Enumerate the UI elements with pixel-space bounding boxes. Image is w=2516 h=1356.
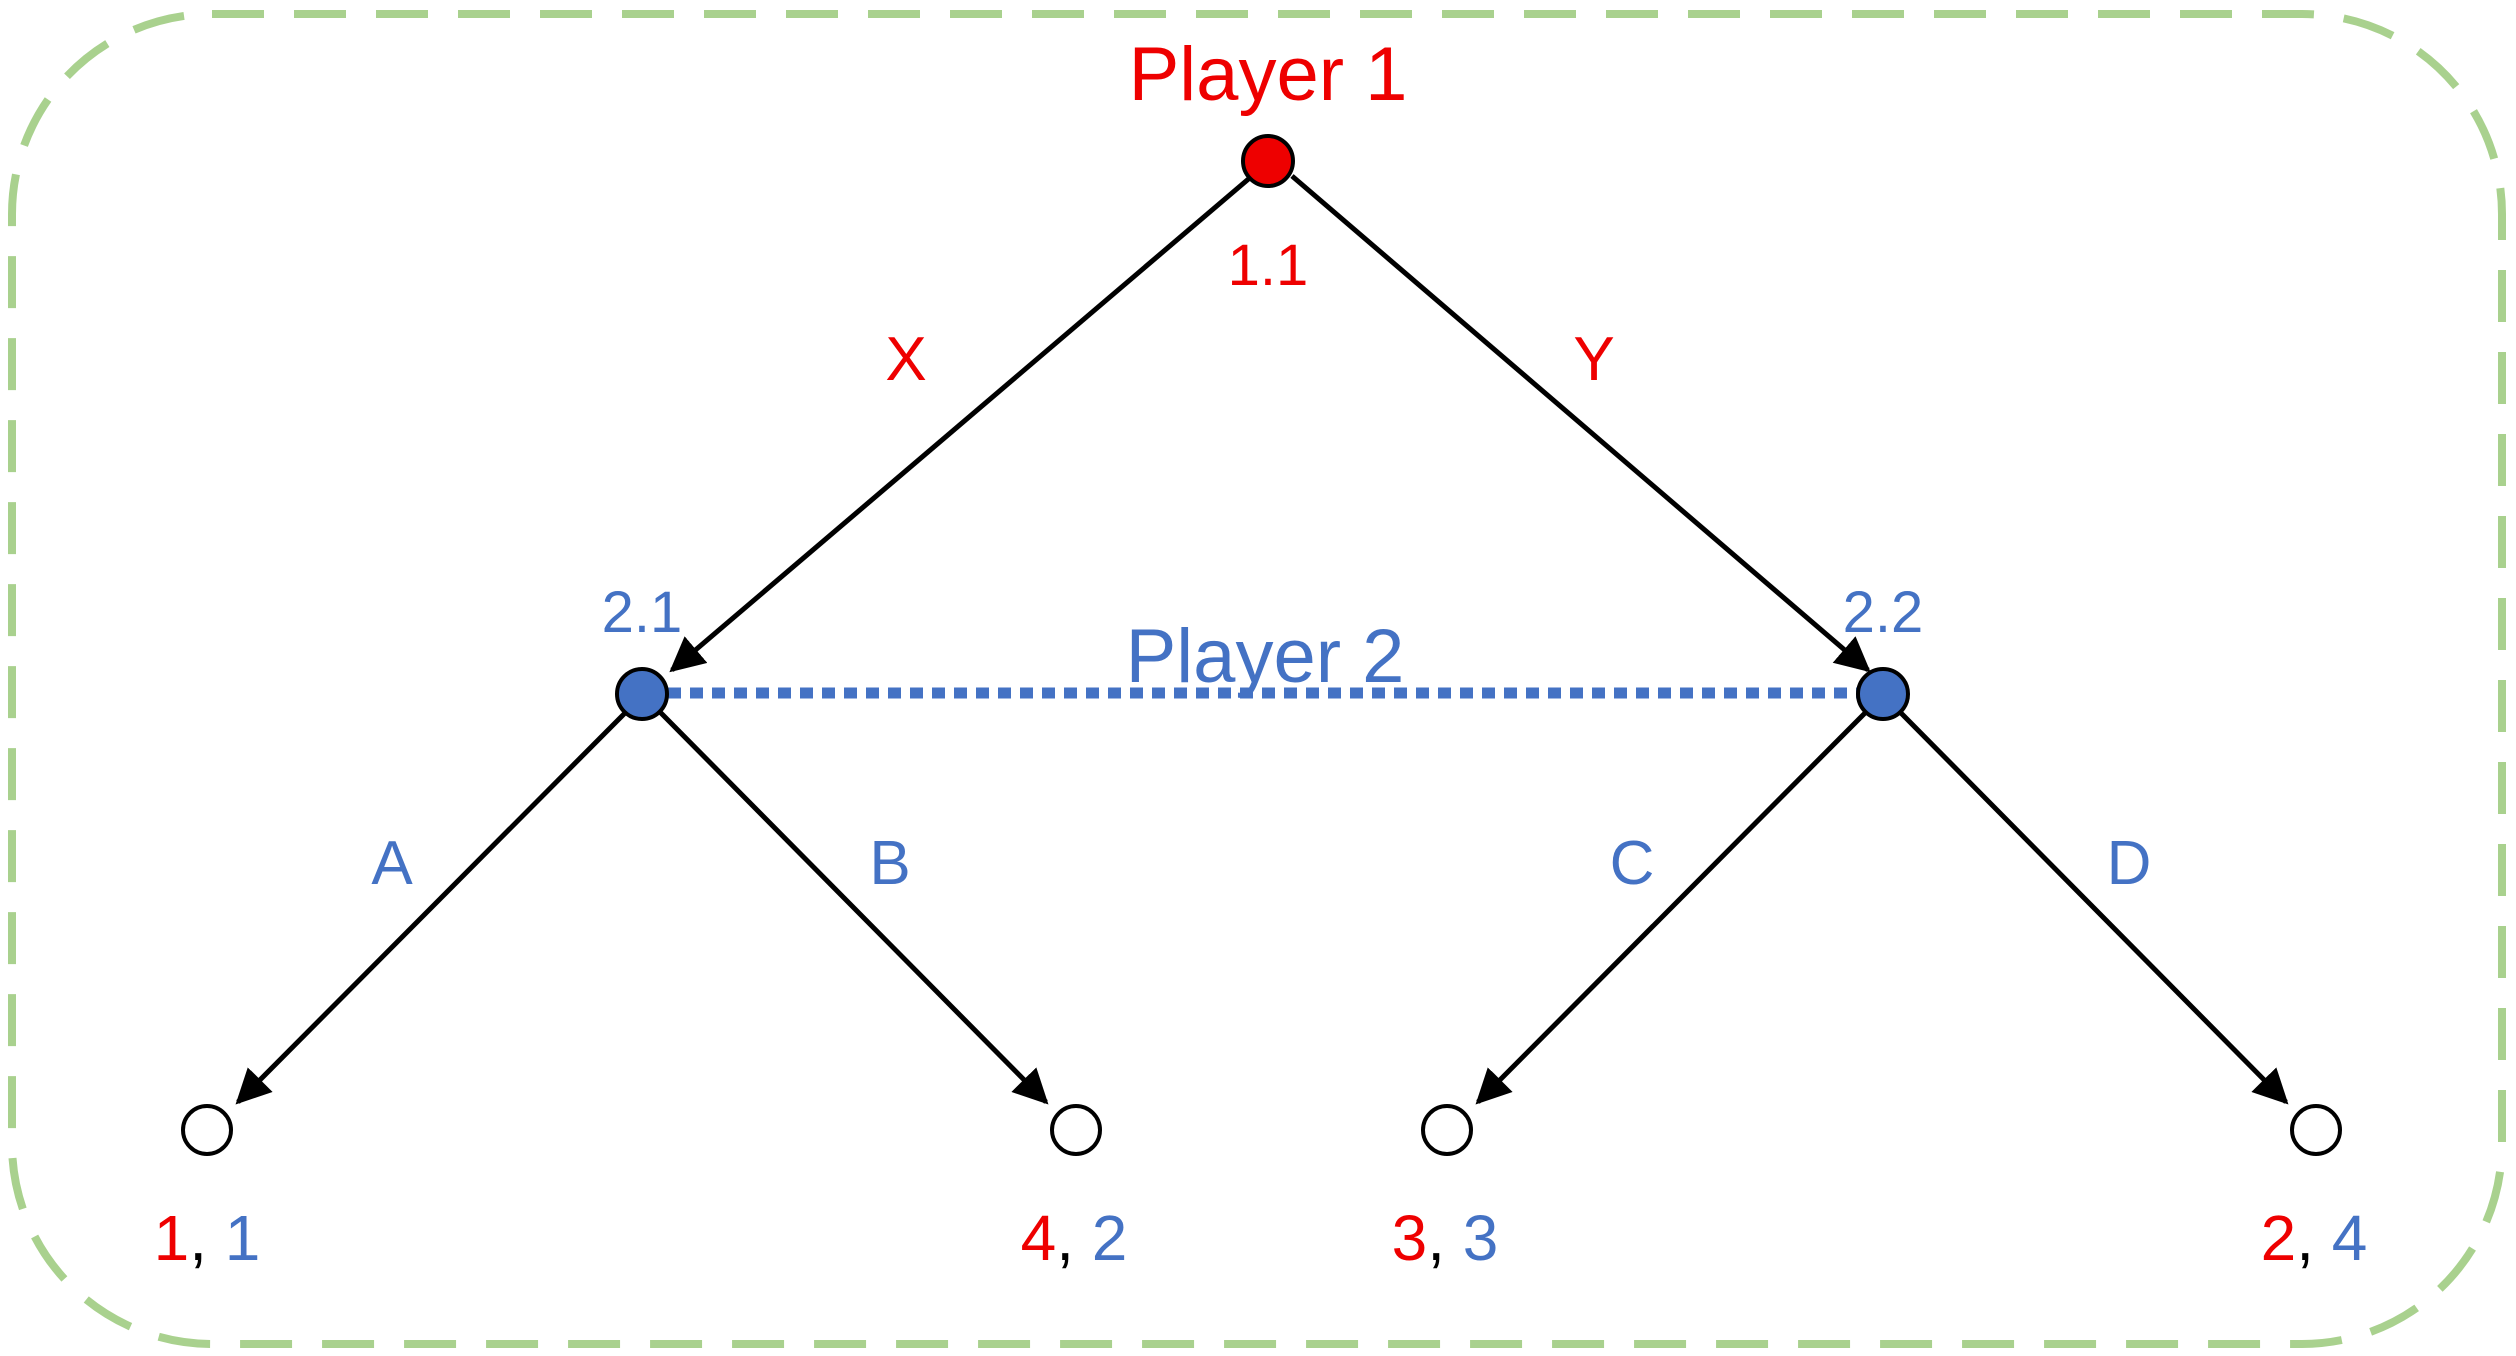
node-player1-root [1241, 134, 1295, 188]
node-player2-left [615, 667, 669, 721]
payoff-c-player2: 3 [1463, 1202, 1499, 1274]
edge-d [1898, 710, 2289, 1105]
payoff-c-player1: 3 [1392, 1202, 1428, 1274]
node-id-1-1: 1.1 [1228, 233, 1309, 298]
frame-border [8, 10, 2506, 1348]
payoff-a: 1, 1 [154, 1202, 261, 1274]
node-id-2-2: 2.2 [1843, 580, 1924, 645]
edge-y [1290, 174, 1871, 673]
payoff-d: 2, 4 [2261, 1202, 2368, 1274]
terminal-node-a [181, 1104, 233, 1156]
edge-c [1475, 710, 1868, 1105]
terminal-node-b [1050, 1104, 1102, 1156]
payoff-a-player1: 1 [154, 1202, 190, 1274]
payoff-d-separator: , [2296, 1202, 2314, 1274]
node-player2-right [1856, 667, 1910, 721]
payoff-b-player1: 4 [1021, 1202, 1057, 1274]
action-label-y: Y [1573, 325, 1614, 394]
action-label-x: X [885, 325, 926, 394]
terminal-node-d [2290, 1104, 2342, 1156]
payoff-c: 3, 3 [1392, 1202, 1499, 1274]
payoff-b: 4, 2 [1021, 1202, 1128, 1274]
action-label-a: A [371, 829, 413, 898]
node-id-2-1: 2.1 [602, 580, 683, 645]
edge-b [658, 710, 1049, 1105]
payoff-a-player2: 1 [225, 1202, 261, 1274]
action-label-c: C [1610, 829, 1655, 898]
action-label-b: B [869, 829, 910, 898]
payoff-b-separator: , [1056, 1202, 1074, 1274]
player1-label: Player 1 [1129, 32, 1408, 117]
payoff-a-separator: , [189, 1202, 207, 1274]
payoff-c-separator: , [1427, 1202, 1445, 1274]
edge-a [235, 710, 628, 1105]
payoff-d-player1: 2 [2261, 1202, 2297, 1274]
edge-x [669, 174, 1254, 673]
terminal-node-c [1421, 1104, 1473, 1156]
player2-label: Player 2 [1126, 614, 1405, 699]
action-label-d: D [2107, 829, 2152, 898]
payoff-d-player2: 4 [2332, 1202, 2368, 1274]
payoff-b-player2: 2 [1092, 1202, 1128, 1274]
